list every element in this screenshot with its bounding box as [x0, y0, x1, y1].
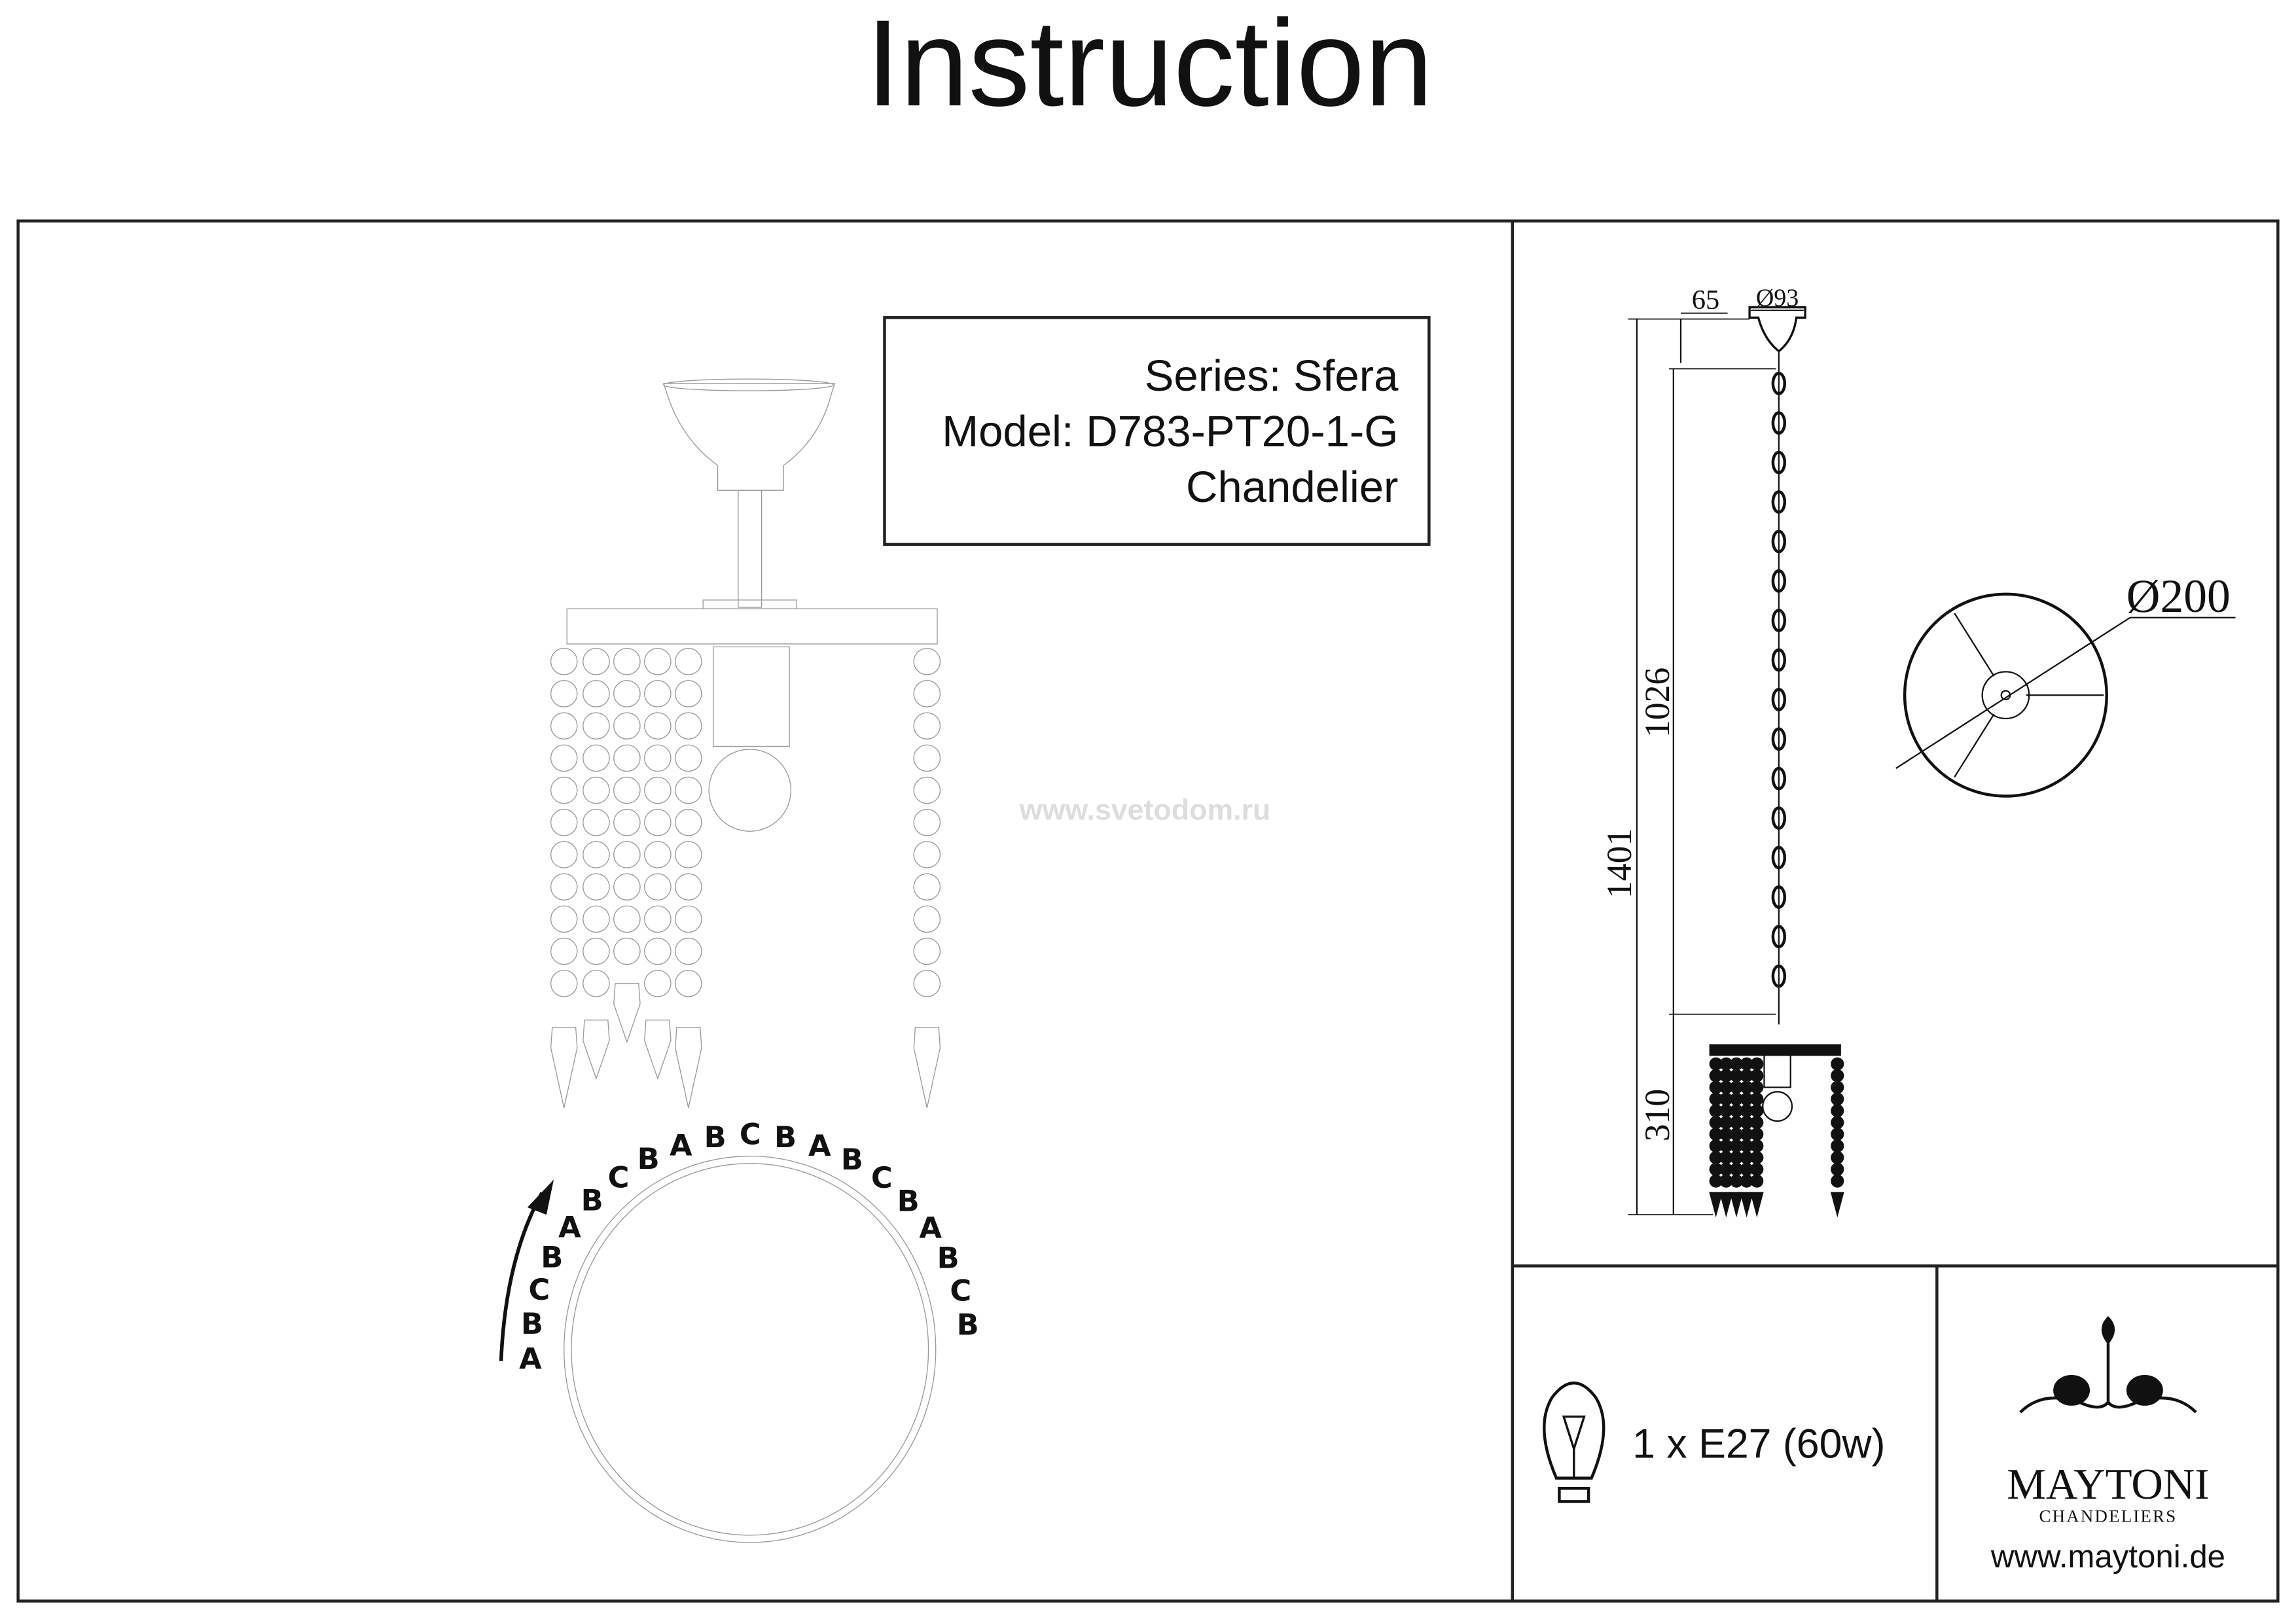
brand-website: www.maytoni.de: [1990, 1539, 2225, 1575]
bead: [1831, 1116, 1844, 1130]
bead: [1750, 1104, 1764, 1118]
brand-block: MAYTONI CHANDELIERS www.maytoni.de: [1990, 1316, 2225, 1575]
maytoni-logo-ornament-icon: [2019, 1316, 2197, 1414]
bead: [1831, 1104, 1844, 1118]
body-height-label: 310: [1638, 1089, 1677, 1141]
sequence-letter: B: [897, 1183, 920, 1218]
bead: [1750, 1057, 1764, 1071]
dimension-drawing: [1628, 306, 2236, 1218]
sequence-letter: A: [919, 1211, 942, 1245]
bead: [1831, 1092, 1844, 1106]
bead: [1831, 1069, 1844, 1082]
chain-link: [1771, 885, 1787, 909]
chain-link: [1771, 529, 1787, 554]
crystal-strand: [913, 647, 941, 1108]
crystal-strand: [613, 647, 641, 1044]
crystal-strand: [550, 647, 578, 1108]
type-label: Chandelier: [1186, 463, 1398, 512]
sequence-letter: B: [541, 1240, 563, 1275]
chandelier-front-view: [550, 378, 941, 1108]
sequence-letter: B: [937, 1241, 960, 1275]
product-info-box: Series: Sfera Model: D783-PT20-1-G Chand…: [883, 316, 1431, 546]
bead: [1750, 1080, 1764, 1094]
chain-link: [1771, 964, 1787, 988]
sequence-letter: B: [704, 1120, 726, 1154]
chain-link: [1771, 806, 1787, 830]
light-bulb-icon: [1543, 1382, 1605, 1503]
bead: [1750, 1150, 1764, 1164]
dimension-labels: 65 Ø93 1026 1401 310 Ø200: [1600, 284, 2231, 1141]
bead: [1750, 1116, 1764, 1130]
bead: [1831, 1139, 1844, 1153]
pendant: [1830, 1192, 1844, 1218]
sequence-letter: C: [950, 1273, 971, 1308]
bead: [1831, 1162, 1844, 1176]
chain-link: [1771, 372, 1787, 395]
chain-link: [1771, 688, 1787, 711]
pendant: [1749, 1192, 1764, 1218]
chain-link: [1771, 411, 1787, 435]
sequence-letter: B: [521, 1306, 543, 1341]
bead: [1750, 1092, 1764, 1106]
pendant: [1709, 1192, 1723, 1218]
bead: [1750, 1139, 1764, 1153]
pendant: [1719, 1192, 1733, 1218]
pendant: [1740, 1192, 1754, 1218]
bead: [1831, 1128, 1844, 1141]
chain-link: [1771, 490, 1787, 514]
sequence-letter: A: [519, 1341, 542, 1376]
bead: [1831, 1174, 1844, 1188]
crystal-strand: [644, 647, 672, 1080]
chain-link: [1771, 766, 1787, 791]
series-label: Series: Sfera: [1145, 351, 1399, 401]
sequence-letter: B: [957, 1307, 979, 1342]
watermark: www.svetodom.ru: [1019, 794, 1270, 826]
chain-link: [1771, 450, 1787, 474]
sequence-letter: B: [774, 1120, 797, 1154]
sequence-letter: B: [841, 1142, 863, 1177]
total-height-label: 1401: [1600, 829, 1639, 899]
pendant: [1729, 1192, 1744, 1218]
bead: [1831, 1080, 1844, 1094]
lamp-spec: 1 x E27 (60w): [1543, 1382, 1885, 1503]
chain-length-label: 1026: [1638, 668, 1677, 738]
page-title: Instruction: [866, 0, 1433, 132]
sequence-letter: C: [529, 1272, 550, 1307]
sequence-letter: C: [871, 1160, 893, 1195]
direction-arrow-icon: [499, 1192, 544, 1361]
chain-link: [1771, 569, 1787, 593]
crystal-strand: [583, 647, 610, 1080]
sequence-letter: B: [581, 1183, 603, 1218]
canopy-diameter-label: Ø93: [1756, 284, 1799, 312]
chain-link: [1771, 925, 1787, 949]
brand-subtitle: CHANDELIERS: [2039, 1507, 2178, 1526]
frame: [16, 219, 2280, 1603]
crystal-strand: [675, 647, 702, 1108]
brand-name: MAYTONI: [2007, 1459, 2209, 1508]
bead: [1831, 1150, 1844, 1164]
bead: [1750, 1069, 1764, 1082]
chain-link: [1771, 846, 1787, 870]
sequence-letter: A: [670, 1128, 692, 1163]
chain-link: [1771, 609, 1787, 633]
bead: [1750, 1174, 1764, 1188]
bead: [1831, 1057, 1844, 1071]
model-label: Model: D783-PT20-1-G: [942, 407, 1398, 456]
body-diameter-label: Ø200: [2126, 571, 2231, 622]
sequence-letter: C: [608, 1160, 630, 1194]
sequence-letter: A: [558, 1210, 581, 1245]
bead: [1750, 1162, 1764, 1176]
lamp-spec-text: 1 x E27 (60w): [1632, 1421, 1885, 1467]
canopy-height-label: 65: [1692, 285, 1719, 315]
chain-link: [1771, 648, 1787, 672]
chain-link: [1771, 727, 1787, 751]
bead: [1750, 1128, 1764, 1141]
sequence-letter: A: [808, 1128, 831, 1163]
sequence-letter: C: [740, 1117, 761, 1152]
sequence-letter: B: [637, 1141, 660, 1176]
